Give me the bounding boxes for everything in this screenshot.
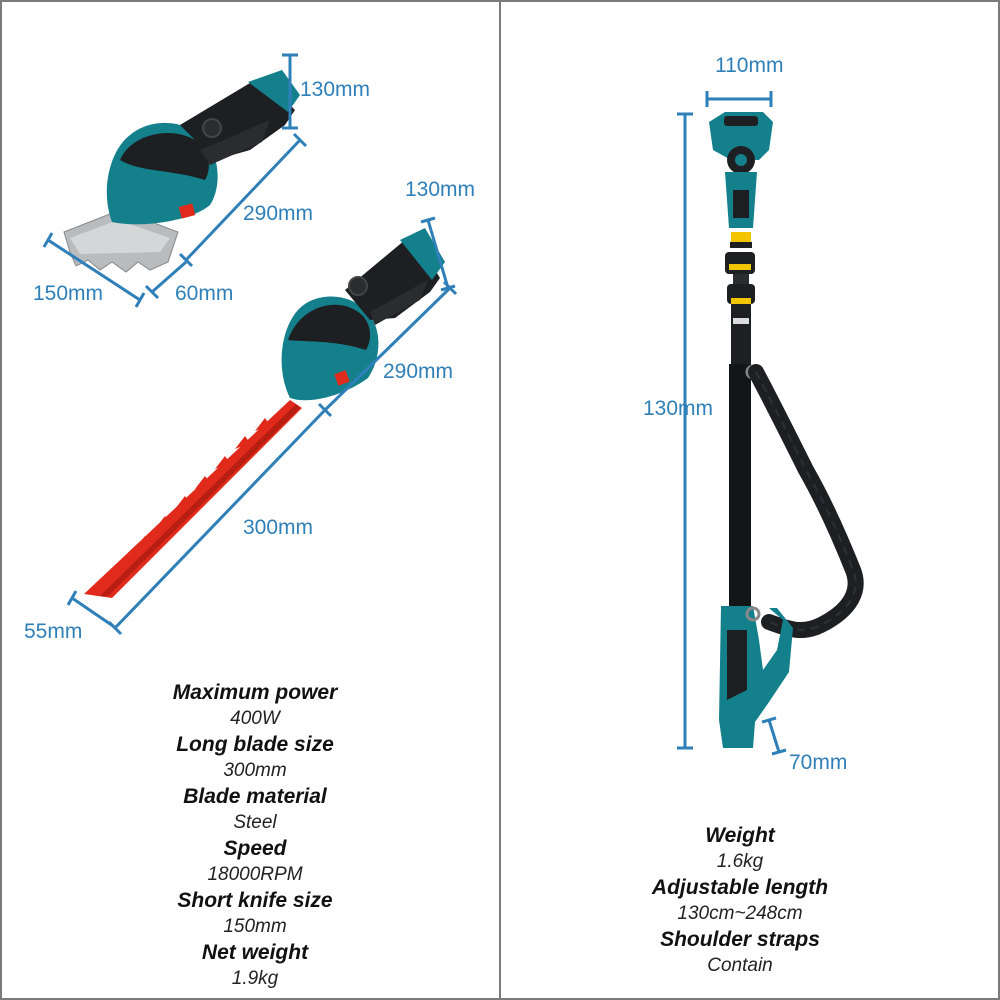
spec-label-speed: Speed — [223, 837, 287, 860]
spec-value-short-knife: 150mm — [223, 916, 287, 937]
spec-label-long-blade: Long blade size — [176, 733, 334, 756]
left-spec-list: Maximum power 400W Long blade size 300mm… — [105, 680, 405, 992]
grass-shear-image — [63, 70, 300, 273]
spec-value-blade-material: Steel — [233, 812, 277, 833]
pole-length-label: 130mm — [643, 397, 714, 420]
dimension-lines — [42, 53, 458, 636]
spec-value-speed: 18000RPM — [207, 864, 303, 885]
spec-value-weight: 1.6kg — [716, 851, 764, 872]
shear-height-label: 130mm — [300, 78, 371, 101]
trimmer-body-length-label: 290mm — [383, 360, 454, 383]
spec-value-shoulder-straps: Contain — [707, 955, 773, 976]
spec-value-net-weight: 1.9kg — [231, 968, 279, 989]
hedge-trimmer-image — [84, 228, 445, 598]
spec-value-max-power: 400W — [230, 708, 280, 729]
shear-blade-width-label: 150mm — [33, 282, 104, 305]
shear-blade-depth-label: 60mm — [175, 282, 234, 305]
shear-length-label: 290mm — [243, 202, 314, 225]
spec-label-net-weight: Net weight — [201, 941, 309, 964]
left-panel: 130mm 290mm 150mm 60mm 130mm 290mm 300mm… — [0, 0, 499, 1000]
head-width-label: 110mm — [715, 54, 784, 77]
hedge-tools-illustration — [42, 53, 458, 636]
pole-trimmer-image — [709, 112, 864, 748]
right-panel: 110mm 130mm 70mm Weight 1.6kg Adjustable… — [501, 0, 1000, 1000]
trimmer-blade-length-label: 300mm — [243, 516, 314, 539]
spec-label-short-knife: Short knife size — [177, 889, 333, 912]
spec-label-blade-material: Blade material — [183, 785, 327, 808]
right-spec-list: Weight 1.6kg Adjustable length 130cm~248… — [590, 823, 890, 979]
spec-value-long-blade: 300mm — [223, 760, 287, 781]
trimmer-height-label: 130mm — [405, 178, 476, 201]
spec-label-weight: Weight — [705, 824, 775, 847]
spec-label-adjustable-length: Adjustable length — [651, 876, 829, 899]
trimmer-blade-width-label: 55mm — [24, 620, 83, 643]
spec-value-adjustable-length: 130cm~248cm — [677, 903, 803, 924]
spec-label-shoulder-straps: Shoulder straps — [660, 928, 820, 951]
spec-label-max-power: Maximum power — [172, 681, 338, 704]
panel-divider — [499, 0, 501, 1000]
pole-dimension-lines — [677, 91, 787, 756]
handle-width-label: 70mm — [789, 751, 848, 774]
pole-trimmer-illustration — [677, 91, 864, 756]
